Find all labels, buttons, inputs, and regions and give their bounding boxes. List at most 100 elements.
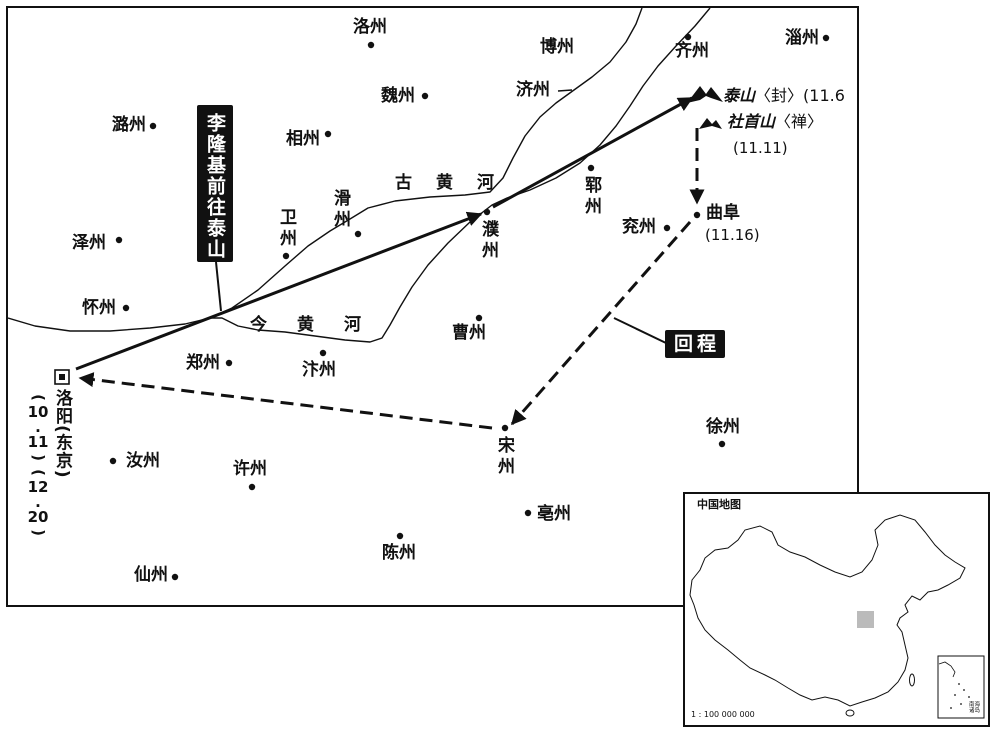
luoyang-date-token: 12 (27, 478, 49, 496)
sheshou-mountain-icon (699, 118, 722, 129)
city-label-bozhou: 博州 (540, 37, 574, 57)
city-label-huaizhou: 怀州 (82, 298, 116, 318)
city-label-luozhou: 洛州 (353, 17, 387, 37)
city-dot-luzhou (149, 122, 157, 130)
sheshou-date: (11.11) (733, 139, 788, 157)
luoyang-dates: (10.11)(12.20) (26, 390, 50, 540)
china-outline (689, 514, 966, 707)
city-label-xuzhou2: 许州 (233, 459, 267, 479)
city-label-yunzhou: 郓州 (581, 176, 601, 218)
city-label-qizhou: 齐州 (675, 41, 709, 61)
city-label-zhengzhou: 郑州 (186, 353, 220, 373)
city-dot-zizhou (822, 34, 830, 42)
river-label-current: 今黄河 (250, 315, 391, 335)
city-dot-huaizhou (122, 304, 130, 312)
return-callout: 回程 (665, 330, 725, 358)
jizhou-leader-line (557, 89, 573, 92)
return-route-segment-2 (510, 221, 692, 426)
luoyang-date-token: ) (29, 529, 48, 536)
city-dot-puzhou (483, 208, 491, 216)
inset-scale: 1 : 100 000 000 (691, 710, 755, 719)
outbound-route-segment-1 (75, 211, 483, 371)
city-label-bozhou2: 亳州 (537, 504, 571, 524)
city-label-zizhou: 淄州 (785, 28, 819, 48)
taishan-mountain-icon (687, 86, 723, 103)
taishan-label: 泰山〈封〉(11.6 (723, 88, 845, 104)
hainan-island (845, 709, 855, 717)
city-label-jizhou: 济州 (516, 80, 550, 100)
ancient-yellow-river-line (8, 8, 643, 332)
luoyang-date-token: ( (29, 394, 48, 401)
return-callout-pointer (613, 317, 667, 344)
luoyang-date-token: 10 (27, 403, 49, 421)
city-dot-huazhou (354, 230, 362, 238)
city-label-luzhou: 潞州 (112, 115, 146, 135)
city-dot-xuzhou (718, 440, 726, 448)
luoyang-date-token: . (35, 418, 41, 436)
city-dot-luozhou (367, 41, 375, 49)
city-dot-chenzhou (396, 532, 404, 540)
outbound-callout: 李隆基前往泰山 (197, 105, 233, 262)
sheshou-label: 社首山〈禅〉 (727, 114, 823, 130)
city-dot-qufu (693, 211, 701, 219)
city-label-weizhou: 魏州 (381, 86, 415, 106)
south-china-sea-islands (950, 683, 970, 709)
qufu-date: (11.16) (705, 226, 760, 244)
city-dot-bianzhou (319, 349, 327, 357)
city-dot-zhengzhou (225, 359, 233, 367)
china-inset-canvas (689, 514, 985, 719)
city-label-qufu: 曲阜 (706, 203, 740, 223)
china-inset-map: 中国地图 1 : 100 000 000 南海诸岛 (683, 492, 990, 727)
city-dot-ruzhou (109, 457, 117, 465)
luoyang-date-token: 20 (27, 508, 49, 526)
south-china-sea-coast (938, 661, 956, 678)
inset-title: 中国地图 (697, 498, 741, 511)
highlight-region-square (857, 611, 874, 628)
city-label-chenzhou: 陈州 (382, 543, 416, 563)
capital-square-inner-icon (59, 374, 65, 380)
city-dot-weizhou2 (282, 252, 290, 260)
luoyang-label: 洛阳(东京) (52, 389, 72, 479)
city-dot-yanzhou (663, 224, 671, 232)
city-label-yanzhou: 兖州 (622, 217, 656, 237)
city-label-weizhou2: 卫州 (276, 208, 296, 250)
city-dot-xianzhou (171, 573, 179, 581)
taiwan-island (909, 673, 915, 687)
city-label-zezhou: 泽州 (72, 233, 106, 253)
city-label-bianzhou: 汴州 (302, 360, 336, 380)
sheshou-rite: 〈禅〉 (775, 112, 824, 131)
south-china-sea-label: 南海诸岛 (969, 702, 981, 715)
city-label-ruzhou: 汝州 (126, 451, 160, 471)
city-dot-weizhou (421, 92, 429, 100)
city-label-songzhou: 宋州 (494, 436, 514, 478)
return-route-segment-3 (78, 372, 493, 430)
city-dot-qizhou (684, 33, 692, 41)
city-dot-zezhou (115, 236, 123, 244)
taishan-rite: 〈封〉 (755, 86, 804, 105)
outbound-route-segment-2 (492, 96, 694, 209)
current-yellow-river-line (210, 8, 711, 343)
south-china-sea-box (937, 655, 985, 719)
city-label-puzhou: 濮州 (478, 220, 498, 262)
city-label-caozhou: 曹州 (452, 323, 486, 343)
river-label-ancient: 古黄河 (395, 173, 518, 193)
city-dot-caozhou (475, 314, 483, 322)
luoyang-date-token: ( (29, 469, 48, 476)
city-dot-bozhou2 (524, 509, 532, 517)
city-dot-songzhou (501, 424, 509, 432)
outbound-callout-pointer (215, 261, 222, 312)
city-label-xiangzhou: 相州 (286, 129, 320, 149)
luoyang-date-token: 11 (27, 433, 49, 451)
sheshou-name: 社首山 (727, 112, 776, 131)
city-label-xianzhou: 仙州 (134, 565, 168, 585)
taishan-date: (11.6 (803, 86, 845, 105)
city-dot-xuzhou2 (248, 483, 256, 491)
city-label-huazhou: 滑州 (330, 189, 350, 231)
city-dot-xiangzhou (324, 130, 332, 138)
city-label-xuzhou: 徐州 (706, 417, 740, 437)
city-dot-yunzhou (587, 164, 595, 172)
luoyang-date-token: . (35, 493, 41, 511)
taishan-name: 泰山 (723, 86, 756, 105)
